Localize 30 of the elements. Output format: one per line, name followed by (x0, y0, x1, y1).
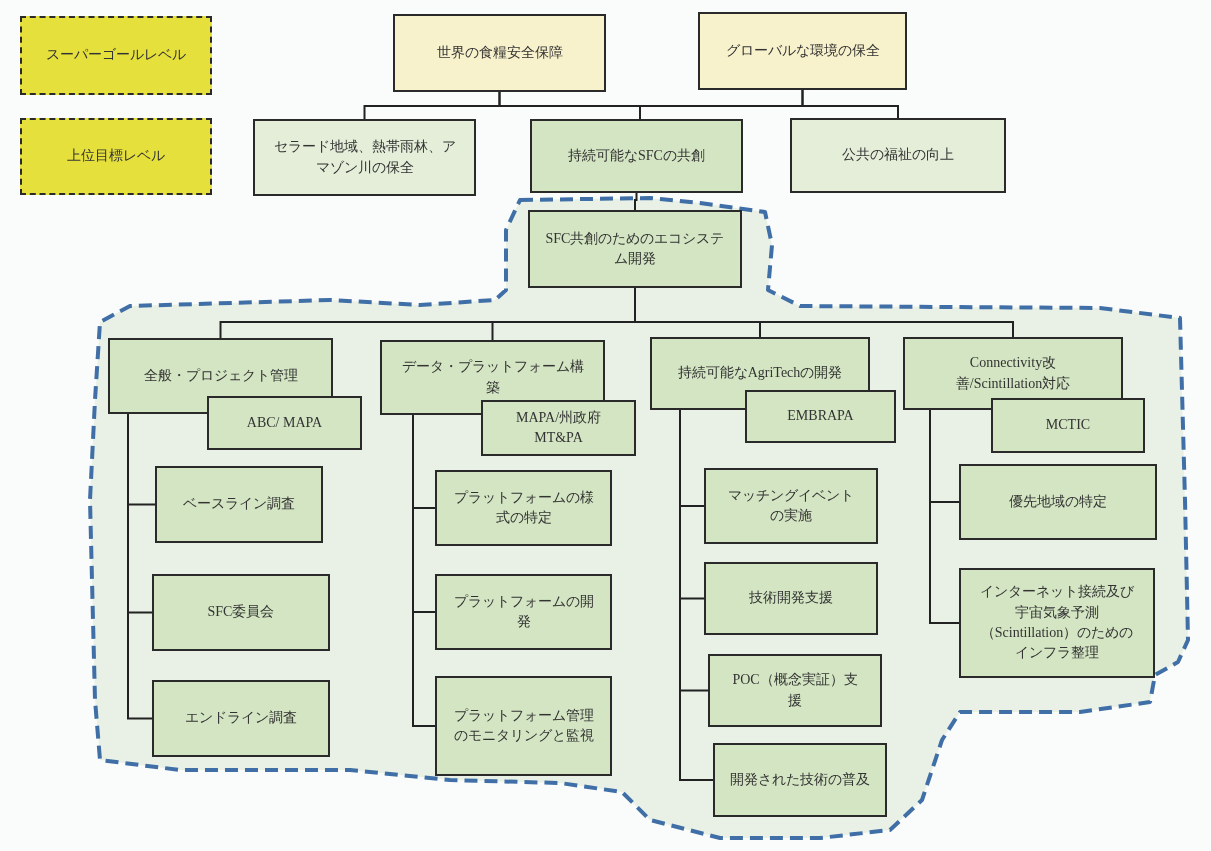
activity-box: 優先地域の特定 (959, 464, 1157, 540)
activity-box: 開発された技術の普及 (713, 743, 887, 817)
activity-box: インターネット接続及び宇宙気象予測（Scintillation）のためのインフラ整理 (959, 568, 1155, 678)
connector-line (127, 413, 153, 720)
objective-box: セラード地域、熱帯雨林、アマゾン川の保全 (253, 119, 476, 196)
level-box: 上位目標レベル (20, 118, 212, 195)
connector-line (801, 89, 899, 119)
activity-box: プラットフォームの開発 (435, 574, 612, 650)
activity-box: 持続可能なSFCの共創 (530, 119, 743, 193)
activity-box: プラットフォームの様式の特定 (435, 470, 612, 546)
activity-box: 技術開発支援 (704, 562, 878, 635)
activity-box: プラットフォーム管理のモニタリングと監視 (435, 676, 612, 776)
connector-line (634, 192, 638, 211)
level-box: スーパーゴールレベル (20, 16, 212, 95)
organization-box: ABC/ MAPA (207, 396, 362, 450)
goal-box: 世界の食糧安全保障 (393, 14, 606, 92)
activity-box: SFC委員会 (152, 574, 330, 651)
activity-box: エンドライン調査 (152, 680, 330, 757)
activity-box: Connectivity改善/Scintillation対応 (903, 337, 1123, 410)
organization-box: MAPA/州政府 MT&PA (481, 400, 636, 456)
connector-line (412, 414, 436, 727)
goal-box: グローバルな環境の保全 (698, 12, 907, 90)
activity-box: POC（概念実証）支援 (708, 654, 882, 727)
connector-line (929, 409, 960, 624)
organization-box: EMBRAPA (745, 390, 896, 443)
objective-box: 公共の福祉の向上 (790, 118, 1006, 193)
activity-box: SFC共創のためのエコシステム開発 (528, 210, 742, 288)
activity-box: ベースライン調査 (155, 466, 323, 543)
activity-box: マッチングイベントの実施 (704, 468, 878, 544)
organization-box: MCTIC (991, 398, 1145, 453)
